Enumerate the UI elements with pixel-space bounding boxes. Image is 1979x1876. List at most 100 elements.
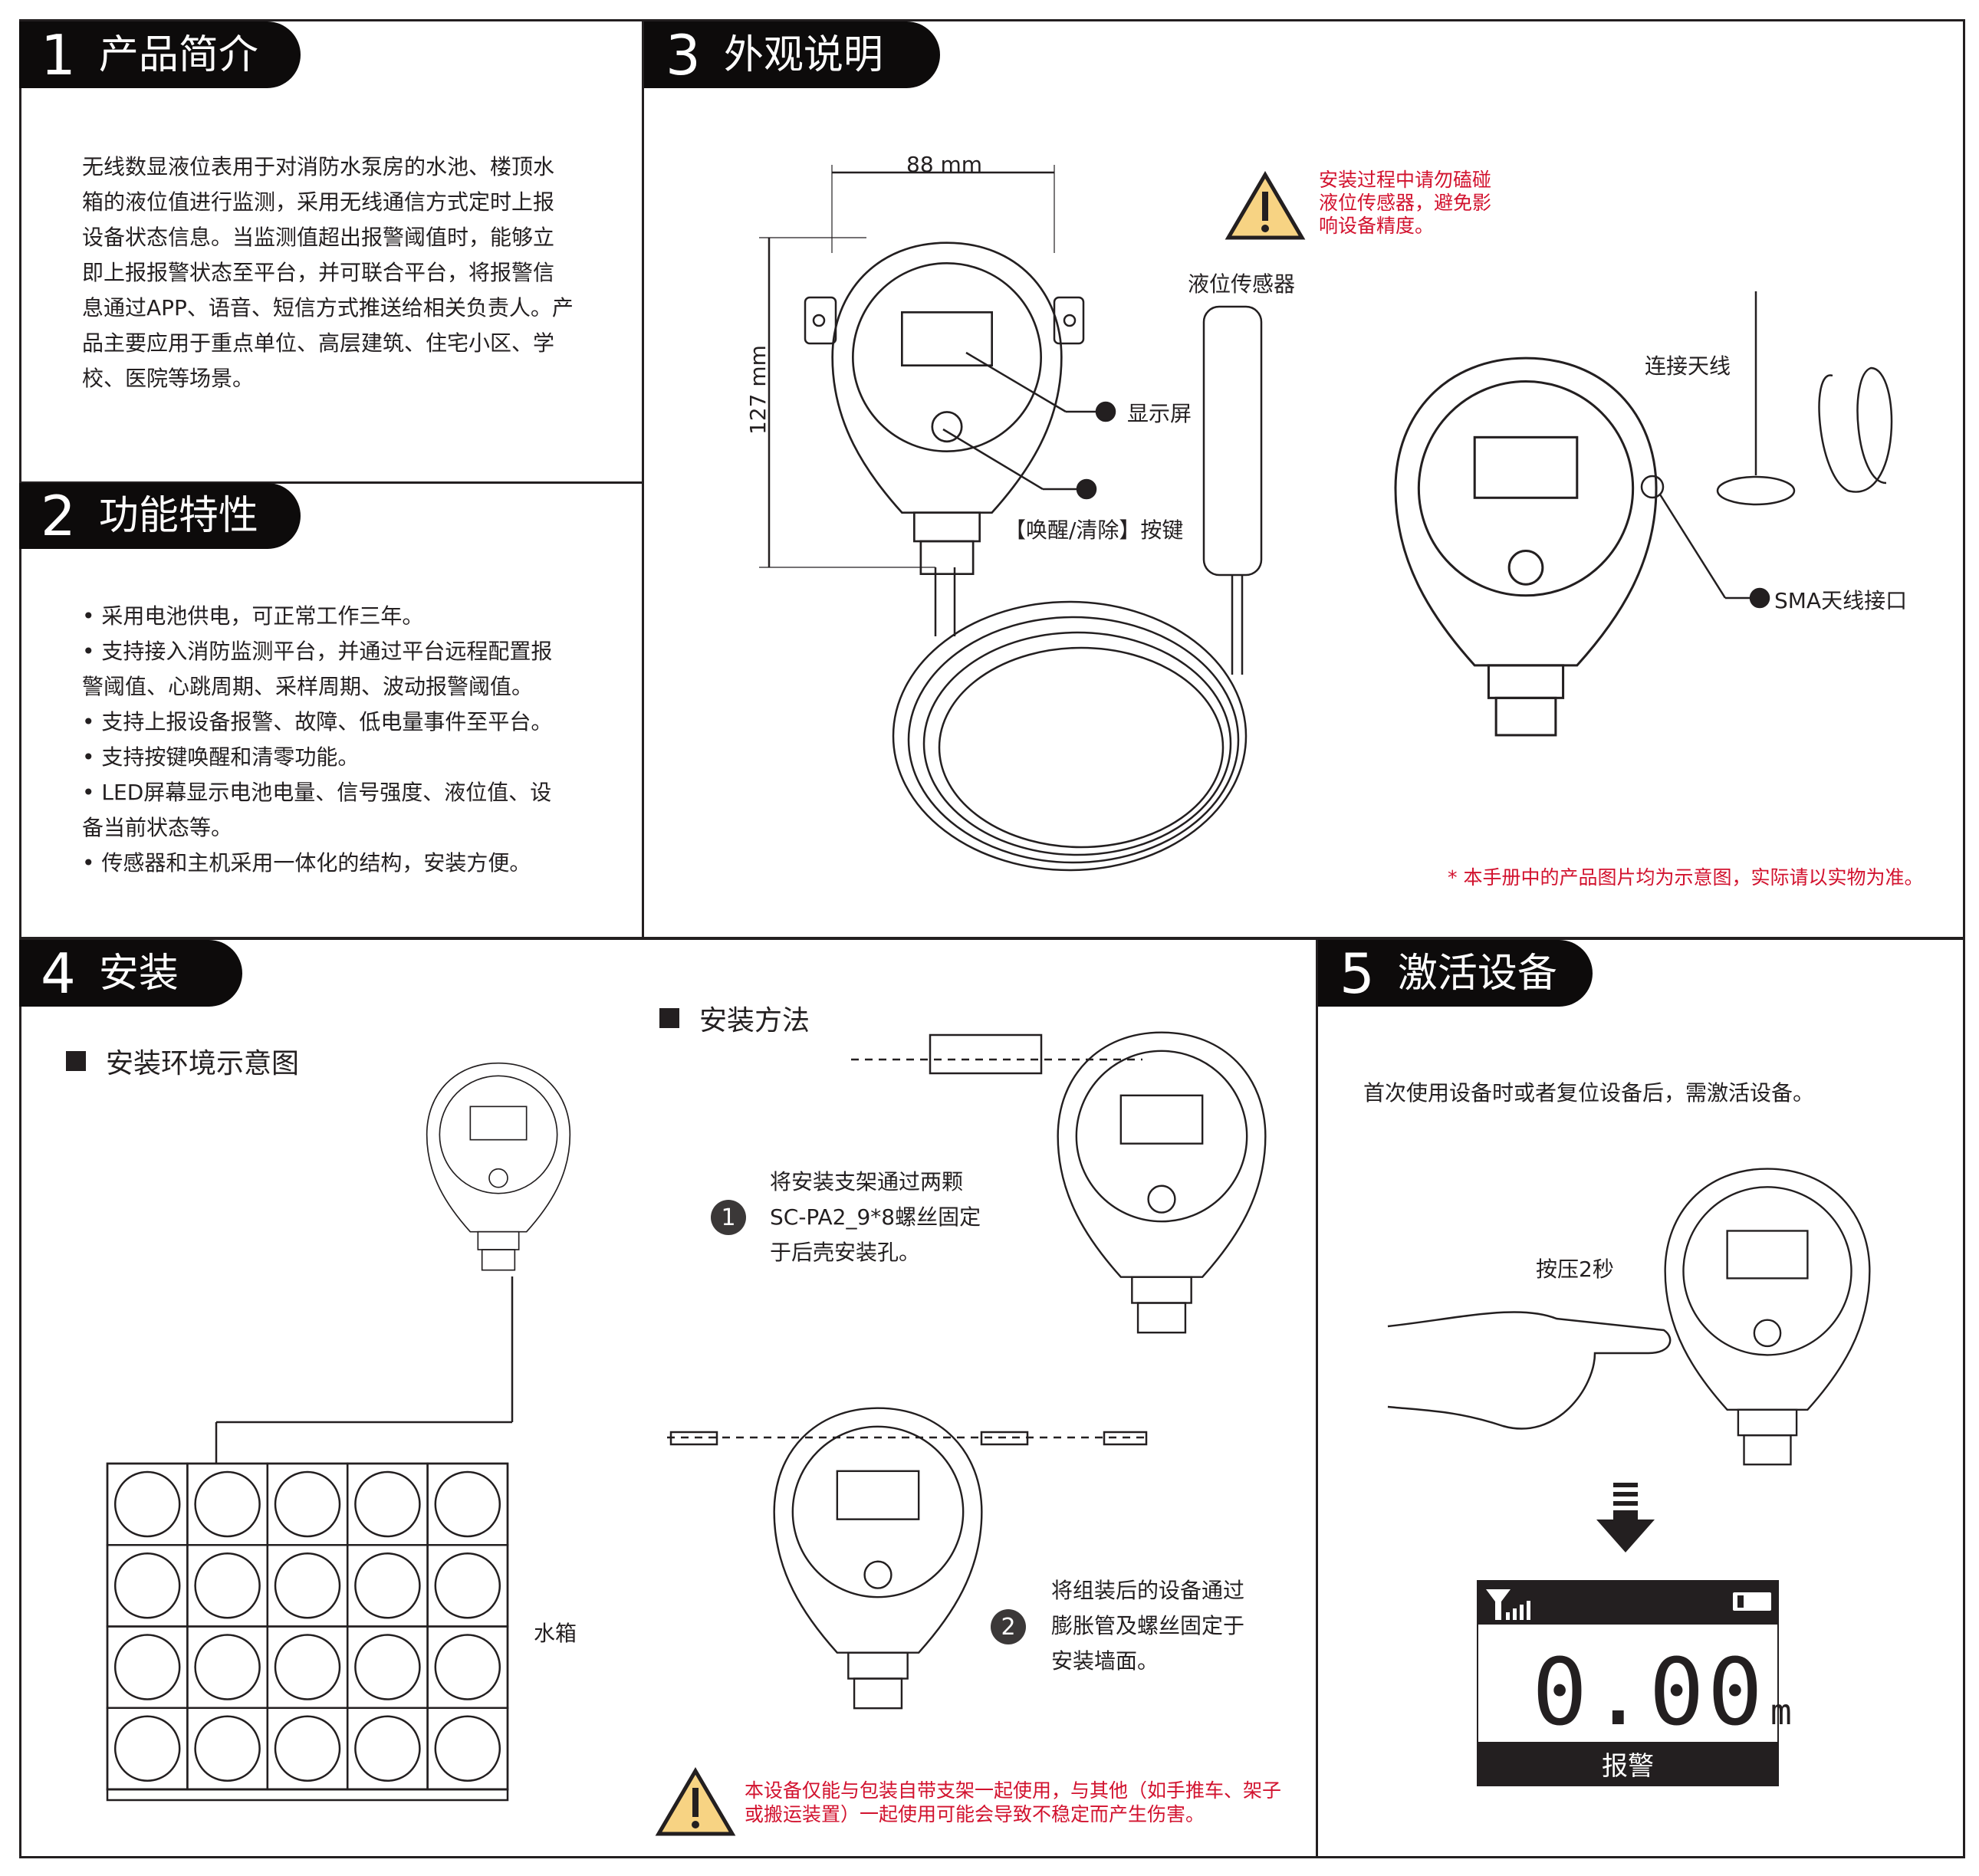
tank-cell — [266, 1462, 349, 1546]
tank-cell-circle — [274, 1634, 341, 1700]
signal-bar — [1527, 1601, 1530, 1620]
tank-cell-circle — [274, 1470, 341, 1538]
section-title: 功能特性 — [98, 493, 258, 539]
text-line: 本设备仅能与包装自带支架一起使用，与其他（如手推车、架子 — [745, 1779, 1282, 1802]
step-1-badge: 1 — [711, 1200, 746, 1235]
tank-cell-circle — [354, 1470, 421, 1538]
signal-bar — [1506, 1612, 1510, 1620]
square-bullet-icon — [66, 1051, 86, 1071]
product-intro: 无线数显液位表用于对消防水泵房的水池、楼顶水 箱的液位值进行监测，采用无线通信方… — [82, 149, 603, 396]
signal-bar — [1520, 1605, 1524, 1620]
section-5-header: 5 激活设备 — [1318, 940, 1593, 1007]
press-device-drawing — [1387, 1168, 1871, 1466]
feature-item: • 支持上报设备报警、故障、低电量事件至平台。 — [82, 709, 553, 734]
battery-icon — [1733, 1592, 1771, 1611]
text-line: 安装墙面。 — [1051, 1648, 1159, 1674]
reading-value: 0.00 — [1532, 1640, 1766, 1746]
reading-unit: m — [1770, 1691, 1792, 1733]
device-side-drawing — [1394, 291, 1893, 737]
env-subtitle: 安装环境示意图 — [66, 1041, 299, 1081]
tank-cell-circle — [434, 1634, 501, 1700]
tank-cell — [186, 1707, 269, 1791]
text-line: 膨胀管及螺丝固定于 — [1051, 1613, 1245, 1638]
divider — [642, 19, 644, 939]
text-line: 校、医院等场景。 — [82, 366, 255, 391]
section-number: 3 — [666, 22, 701, 87]
section-1-header: 1 产品简介 — [19, 21, 301, 88]
tank-drawing — [106, 1062, 571, 1802]
tank-cell — [426, 1707, 509, 1791]
text-line: 箱的液位值进行监测，采用无线通信方式定时上报 — [82, 189, 555, 215]
tank-cell — [106, 1544, 189, 1628]
section-3-header: 3 外观说明 — [644, 21, 940, 88]
outer-border-top — [19, 19, 1965, 21]
tank-cell-circle — [354, 1634, 421, 1700]
method-subtitle: 安装方法 — [659, 998, 810, 1038]
section-4-header: 4 安装 — [19, 940, 242, 1007]
display-label: 显示屏 — [1127, 401, 1192, 426]
tank-label: 水箱 — [534, 1621, 577, 1646]
sensor-label: 液位传感器 — [1188, 271, 1296, 297]
text-line: 液位传感器，避免影 — [1319, 192, 1492, 214]
install-warning-text: 本设备仅能与包装自带支架一起使用，与其他（如手推车、架子 或搬运装置）一起使用可… — [745, 1779, 1281, 1826]
tank-cell-circle — [434, 1715, 501, 1782]
feature-item: • 传感器和主机采用一体化的结构，安装方便。 — [82, 850, 531, 876]
tank-cell-circle — [194, 1470, 261, 1538]
subtitle-text: 安装环境示意图 — [106, 1048, 300, 1079]
text-line: SC-PA2_9*8螺丝固定 — [770, 1204, 981, 1230]
tank-cell — [106, 1462, 189, 1546]
subtitle-text: 安装方法 — [699, 1005, 810, 1037]
feature-item: 备当前状态等。 — [82, 815, 233, 840]
activation-intro: 首次使用设备时或者复位设备后，需激活设备。 — [1363, 1080, 1815, 1106]
tank-cell-circle — [194, 1715, 261, 1782]
section-number: 1 — [41, 22, 76, 87]
tank-cell — [346, 1462, 429, 1546]
tank-cell — [426, 1462, 509, 1546]
tank-cell-circle — [434, 1470, 501, 1538]
outer-border-bottom — [19, 1856, 1965, 1858]
feature-item: • LED屏幕显示电池电量、信号强度、液位值、设 — [82, 780, 552, 805]
tank-cell — [266, 1707, 349, 1791]
divider — [1316, 937, 1318, 1857]
tank-cell — [186, 1544, 269, 1628]
tank-cell-circle — [194, 1634, 261, 1700]
feature-item: 警阈值、心跳周期、采样周期、波动报警阈值。 — [82, 674, 534, 699]
tank-cell — [106, 1707, 189, 1791]
arrow-down-icon — [1596, 1483, 1655, 1552]
step-2-text: 将组装后的设备通过 膨胀管及螺丝固定于 安装墙面。 — [1051, 1573, 1244, 1679]
tank-cell — [426, 1544, 509, 1628]
tank-cell — [346, 1707, 429, 1791]
height-dimension: 127 mm — [745, 345, 771, 435]
feature-list: • 采用电池供电，可正常工作三年。 • 支持接入消防监测平台，并通过平台远程配置… — [82, 599, 619, 881]
tank-cell — [266, 1625, 349, 1709]
section-number: 4 — [41, 941, 76, 1006]
tank-cell-circle — [113, 1634, 181, 1700]
text-line: 息通过APP、语音、短信方式推送给相关负责人。产 — [82, 295, 574, 320]
tank-cell-circle — [113, 1715, 181, 1782]
tank-cell — [186, 1462, 269, 1546]
square-bullet-icon — [659, 1008, 679, 1028]
tank-cell-circle — [194, 1552, 261, 1619]
lcd-status: 报警 — [1478, 1742, 1777, 1785]
device-front-drawing — [759, 165, 1263, 872]
tank-cell — [346, 1544, 429, 1628]
tank-cell-circle — [354, 1715, 421, 1782]
signal-bar — [1513, 1608, 1517, 1620]
tank-cell — [186, 1625, 269, 1709]
install-drawing — [667, 1031, 1267, 1710]
tank-cell-circle — [274, 1552, 341, 1619]
footnote: * 本手册中的产品图片均为示意图，实际请以实物为准。 — [1448, 866, 1924, 889]
sma-label: SMA天线接口 — [1774, 588, 1908, 613]
text-line: 将组装后的设备通过 — [1051, 1578, 1245, 1603]
tank-cell-circle — [113, 1552, 181, 1619]
button-label: 【唤醒/清除】按键 — [1004, 517, 1184, 543]
step-2-badge: 2 — [991, 1609, 1026, 1644]
section-title: 激活设备 — [1397, 950, 1557, 997]
section-2-header: 2 功能特性 — [19, 483, 301, 549]
text-line: 于后壳安装孔。 — [770, 1240, 921, 1265]
width-dimension: 88 mm — [906, 152, 983, 177]
tank-cell-circle — [274, 1715, 341, 1782]
